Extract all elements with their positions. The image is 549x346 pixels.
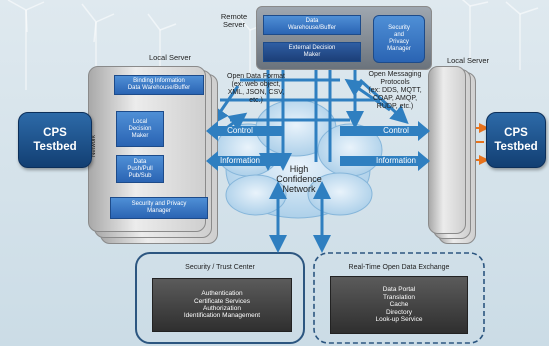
remote-server-label: Remote Server (220, 12, 248, 29)
information-label-left: Information (219, 156, 261, 165)
network-arrows (204, 45, 409, 253)
data-push-pull-box: Data Push/Pull Pub/Sub (116, 155, 164, 183)
cps-testbed-left: CPS Testbed (18, 112, 92, 168)
binding-information-box: Binding Information Data Warehouse/Buffe… (114, 75, 204, 95)
right-local-server (428, 66, 466, 234)
control-arrow-right (340, 121, 430, 141)
local-decision-maker: Local Decision Maker (116, 111, 164, 147)
remote-security-manager: Security and Privacy Manager (373, 15, 425, 63)
control-label-right: Control (383, 126, 409, 135)
control-label-left: Control (227, 126, 253, 135)
high-confidence-network-label: High Confidence Network (276, 164, 322, 194)
open-messaging-text: Open Messaging Protocols (ex: DDS, MQTT,… (368, 71, 422, 110)
wind-turbines-decoration (7, 0, 539, 90)
security-center-frame (135, 252, 305, 344)
right-local-server-label: Local Server (446, 56, 490, 65)
realtime-exchange-services: Data Portal Translation Cache Directory … (330, 276, 468, 334)
open-data-format-text: Open Data Format (ex: web object, XML, J… (227, 73, 285, 104)
cps-testbed-right: CPS Testbed (486, 112, 546, 168)
external-decision-maker: External Decision Maker (263, 42, 361, 62)
realtime-exchange-title: Real-Time Open Data Exchange (348, 264, 450, 271)
security-center-services: Authentication Certificate Services Auth… (152, 278, 292, 332)
information-label-right: Information (375, 156, 417, 165)
realtime-exchange-frame (313, 252, 485, 344)
remote-data-warehouse: Data Warehouse/Buffer (263, 15, 361, 35)
information-arrow-right (340, 151, 430, 171)
control-arrow-left (206, 121, 282, 141)
security-center-title: Security / Trust Center (185, 264, 255, 271)
local-security-manager: Security and Privacy Manager (110, 197, 208, 219)
information-arrow-left (206, 151, 282, 171)
left-local-server-label: Local Server (148, 53, 192, 62)
